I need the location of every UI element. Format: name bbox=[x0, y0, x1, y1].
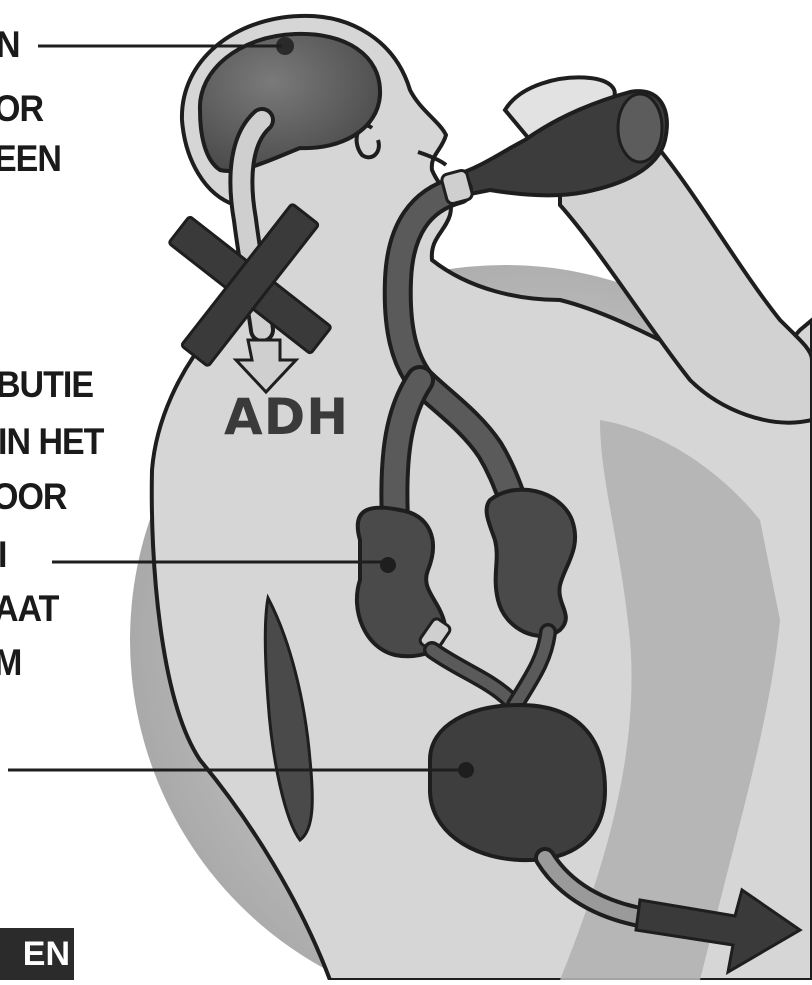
kidney-left-point bbox=[380, 557, 396, 573]
label-top-2: OR bbox=[0, 91, 43, 128]
label-mid-2: IN HET bbox=[0, 424, 103, 461]
adh-label: ADH bbox=[224, 392, 349, 442]
label-mid-5: AAT bbox=[0, 591, 58, 628]
label-mid-6: M bbox=[0, 645, 21, 682]
label-mid-3: OOR bbox=[0, 479, 66, 516]
label-mid-1: BUTIE bbox=[0, 367, 93, 404]
corner-badge: EN bbox=[0, 928, 74, 980]
bottle-base bbox=[618, 94, 662, 162]
label-mid-4: I bbox=[0, 537, 6, 574]
bladder bbox=[430, 705, 605, 860]
label-top-3: EEN bbox=[0, 141, 61, 178]
neck-ring bbox=[441, 169, 474, 205]
label-top-1: N bbox=[0, 27, 20, 64]
